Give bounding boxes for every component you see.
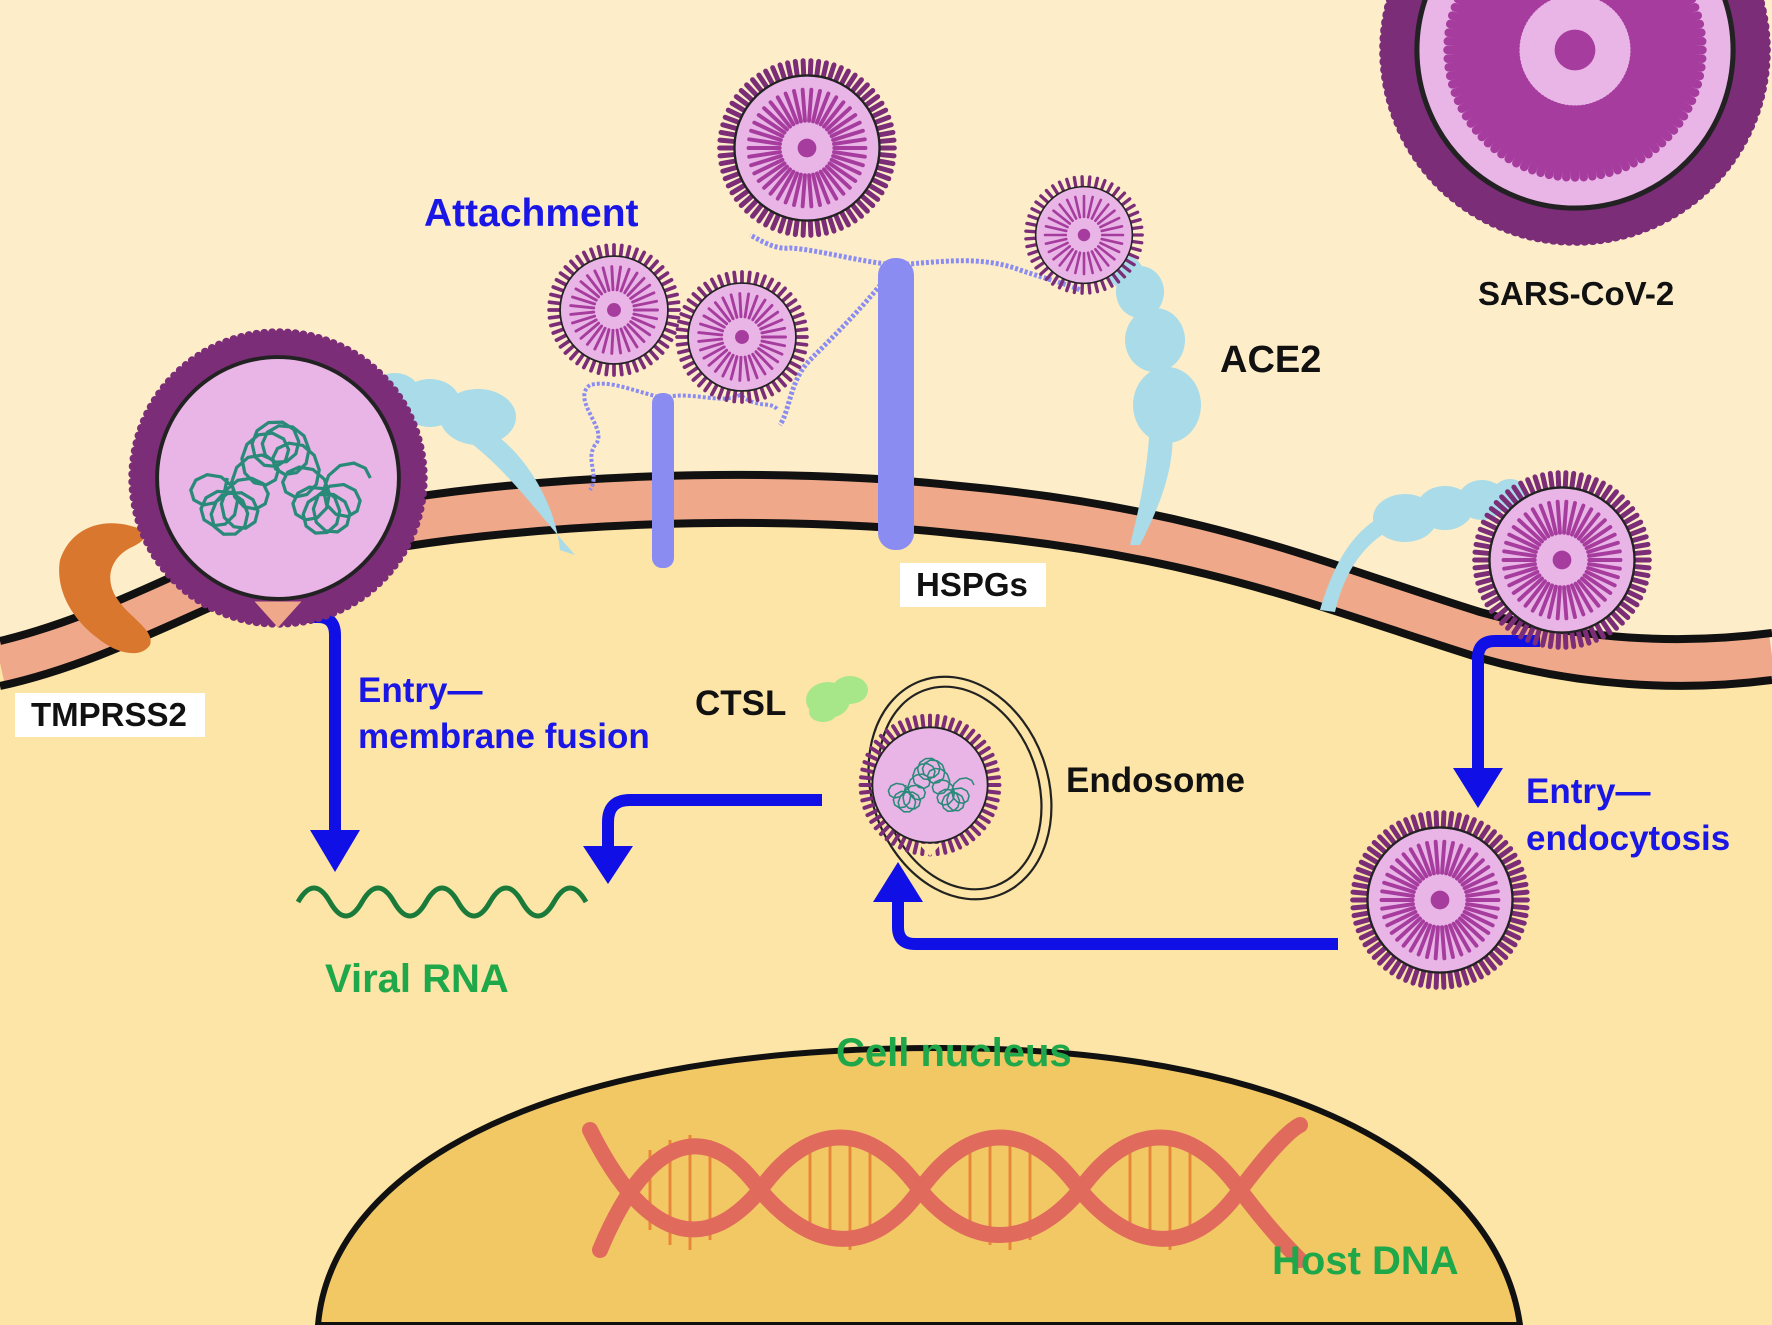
hspg-center — [748, 232, 1082, 550]
virion-in-endosome — [858, 713, 1002, 857]
ace2-label: ACE2 — [1220, 339, 1322, 381]
tmprss2-label: TMPRSS2 — [15, 693, 205, 737]
virion-hspg-top — [717, 58, 897, 238]
entry-endocytosis-label-2: endocytosis — [1526, 819, 1731, 858]
ctsl-protease — [806, 676, 868, 722]
virion-attachment-left — [547, 243, 681, 377]
virion-internalized — [1350, 810, 1530, 990]
arrow-endosome-to-rna-head — [583, 846, 633, 884]
viral-rna — [295, 885, 589, 919]
sars-cov-2-label: SARS-CoV-2 — [1478, 275, 1675, 312]
virion-attachment-right — [675, 270, 809, 404]
hspgs-label: HSPGs — [900, 563, 1046, 607]
sars-cov-2-large-virion — [1379, 0, 1771, 246]
tmprss2-protease — [59, 523, 151, 654]
virus-layer — [128, 0, 1771, 990]
arrow-to-endosome-head — [873, 862, 923, 902]
host-dna — [582, 1117, 1308, 1268]
host-dna-label: Host DNA — [1272, 1239, 1459, 1283]
ace2-receptor-center — [1107, 256, 1201, 545]
arrow-endocytosis-head — [1453, 768, 1503, 808]
virion-ace2-center — [1024, 175, 1144, 295]
viral-rna-label: Viral RNA — [325, 957, 509, 1001]
cell-nucleus-label: Cell nucleus — [836, 1031, 1072, 1075]
hspg-left — [582, 381, 780, 568]
entry-membrane-fusion-label-2: membrane fusion — [358, 717, 650, 756]
virion-endocytosis-entry — [1472, 470, 1652, 650]
entry-membrane-fusion-label-1: Entry— — [358, 671, 483, 710]
arrow-to-endosome — [892, 900, 1338, 950]
arrow-endosome-to-rna — [602, 794, 822, 848]
attachment-label: Attachment — [424, 192, 639, 235]
ctsl-label: CTSL — [695, 684, 787, 723]
virion-fusing-membrane — [128, 328, 428, 628]
arrow-membrane-fusion-head — [310, 830, 360, 872]
arrow-endocytosis — [1472, 635, 1540, 770]
endosome-label: Endosome — [1066, 761, 1245, 800]
entry-endocytosis-label-1: Entry— — [1526, 772, 1651, 811]
